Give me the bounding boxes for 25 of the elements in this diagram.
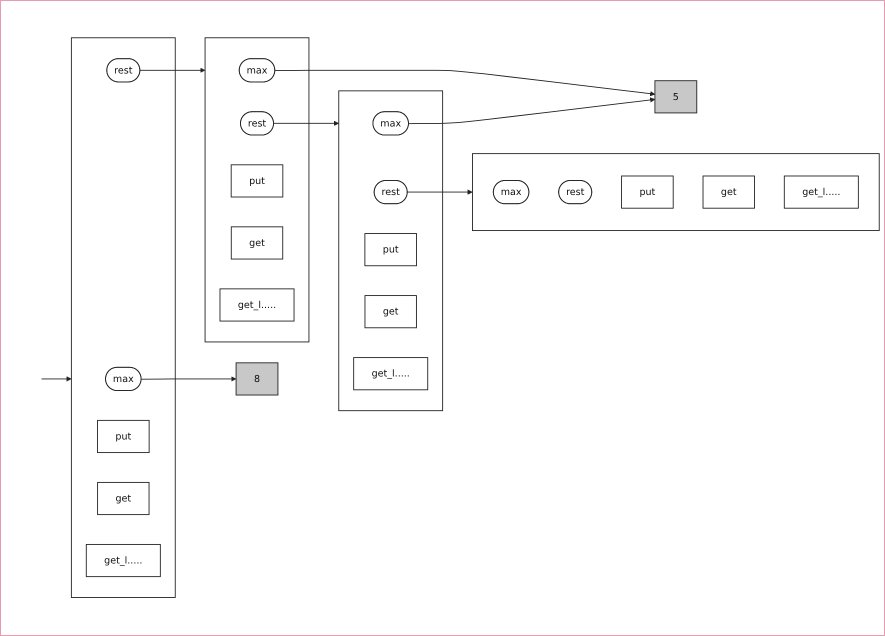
node-box: put: [97, 420, 150, 454]
arrow: [274, 70, 656, 97]
node-box: 5: [654, 80, 698, 114]
node-box: put: [621, 176, 674, 209]
node-box: 8: [236, 362, 278, 396]
arrow: [406, 190, 473, 196]
arrow: [408, 98, 656, 124]
node-box: get: [364, 295, 417, 329]
arrow: [140, 376, 236, 382]
arrow: [273, 121, 339, 126]
cluster: [472, 154, 880, 232]
node-box: get_l.....: [86, 544, 161, 578]
arrow: [139, 68, 206, 74]
node-box: get: [230, 226, 284, 260]
node-box: put: [364, 233, 417, 267]
node-box: put: [230, 164, 284, 198]
node-box: get_l.....: [353, 358, 428, 391]
cluster: [70, 38, 176, 598]
node-box: get_l.....: [784, 176, 859, 209]
cluster: [204, 38, 310, 343]
node-box: get: [702, 176, 755, 209]
cluster: [338, 90, 444, 412]
node-box: get_l.....: [220, 288, 294, 322]
arrow: [41, 376, 72, 382]
node-box: get: [97, 482, 150, 516]
